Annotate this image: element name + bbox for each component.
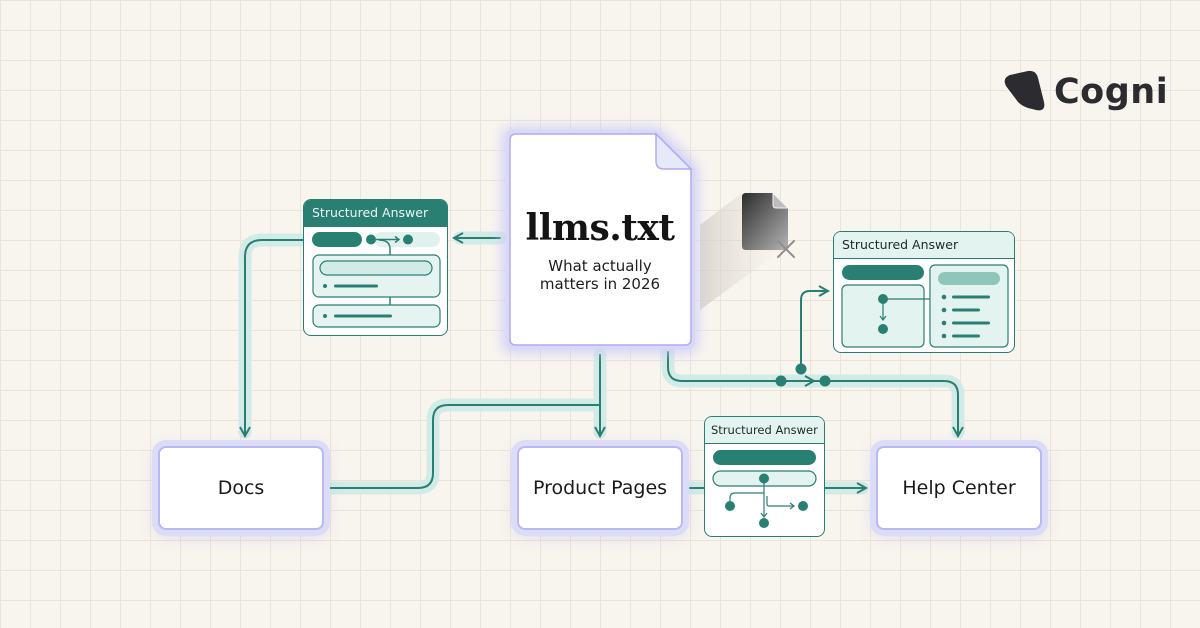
junction-dot [819,375,831,387]
connector-branch-to-right-answer [800,291,828,370]
node-help-center[interactable]: Help Center [876,446,1042,530]
document-icon [502,127,698,353]
document-title: llms.txt [525,207,675,249]
answer-flow-illustration [312,232,441,328]
node-product-pages[interactable]: Product Pages [517,446,683,530]
rounded-triangle-logo-icon [1004,70,1045,111]
subtitle-line: What actually [548,257,652,275]
structured-answer-card-left[interactable]: Structured Answer [303,199,448,336]
document-subtitle: What actually matters in 2026 [500,257,700,293]
blocked-file-icon [742,191,790,250]
answer-branch-illustration [712,450,817,528]
llms-txt-document[interactable]: llms.txt What actually matters in 2026 [500,125,700,355]
close-x-icon [777,240,795,258]
structured-answer-card-right[interactable]: Structured Answer [833,231,1015,353]
structured-answer-card-bottom[interactable]: Structured Answer [704,416,825,537]
answer-layout-illustration [841,264,1009,348]
node-label: Help Center [902,477,1016,499]
card-header: Structured Answer [304,200,447,227]
node-docs[interactable]: Docs [158,446,324,530]
brand-name: Cogni [1054,72,1169,112]
connector-left-answer-to-docs [245,239,306,436]
junction-dot [775,375,787,387]
node-label: Docs [217,477,265,499]
node-label: Product Pages [532,477,668,499]
card-header: Structured Answer [705,417,824,444]
connector-docs-to-product [329,404,601,489]
subtitle-line: matters in 2026 [539,275,661,293]
junction-dot [795,363,807,375]
brand-logo[interactable]: Cogni [1000,70,1168,114]
excluded-file [700,191,795,310]
card-header: Structured Answer [834,232,1014,259]
